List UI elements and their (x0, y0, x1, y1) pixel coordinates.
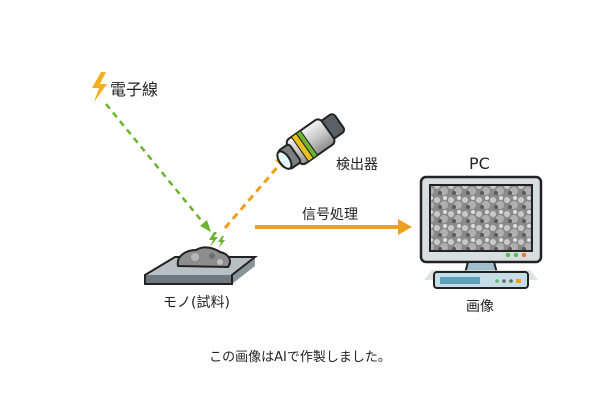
detector-cylinder-icon (276, 113, 346, 170)
impact-spark-icon (209, 232, 225, 248)
lightning-bolt-icon (92, 72, 107, 102)
secondary-signal-arrow (223, 155, 288, 229)
sample-label: モノ(試料) (163, 295, 230, 311)
desktop-computer-icon (419, 175, 543, 289)
pc-label: PC (469, 154, 490, 173)
rock-sample-icon (144, 246, 258, 285)
image-label: 画像 (466, 299, 494, 315)
signal-processing-arrow (255, 219, 412, 235)
ai-generated-notice: この画像はAIで作製しました。 (209, 350, 391, 365)
electron-beam-label: 電子線 (110, 80, 159, 99)
signal-processing-label: 信号処理 (302, 207, 358, 223)
electron-beam-arrow (105, 103, 211, 232)
detector-label: 検出器 (336, 157, 378, 173)
